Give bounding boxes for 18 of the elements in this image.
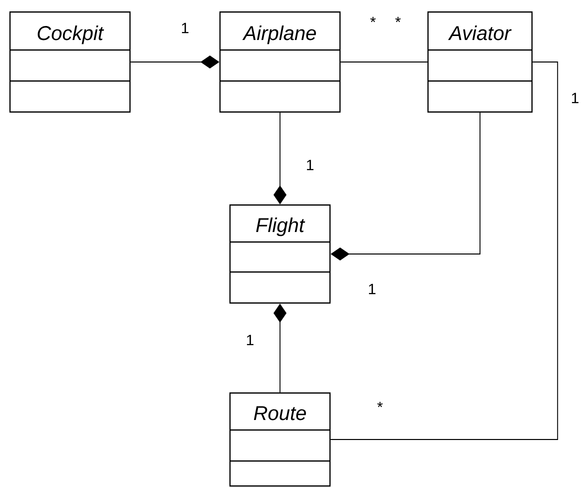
class-box: Airplane: [219, 11, 341, 113]
class-box: Flight: [229, 204, 331, 304]
multiplicity-label: 1: [182, 22, 188, 34]
multiplicity-label: 1: [572, 92, 578, 104]
composition-line: [330, 112, 480, 260]
association-line: [330, 62, 558, 440]
multiplicity-label: 1: [368, 284, 376, 294]
class-box: Route: [229, 392, 331, 487]
composition-line: [274, 304, 286, 393]
composition-line: [274, 112, 286, 204]
class-box: Aviator: [427, 11, 533, 113]
multiplicity-label: *: [395, 16, 401, 22]
multiplicity-label: *: [370, 16, 376, 22]
multiplicity-label: 1: [306, 160, 314, 170]
multiplicity-label: *: [377, 402, 383, 408]
class-box: Cockpit: [9, 11, 131, 113]
composition-line: [130, 56, 220, 68]
multiplicity-label: 1: [246, 334, 254, 346]
